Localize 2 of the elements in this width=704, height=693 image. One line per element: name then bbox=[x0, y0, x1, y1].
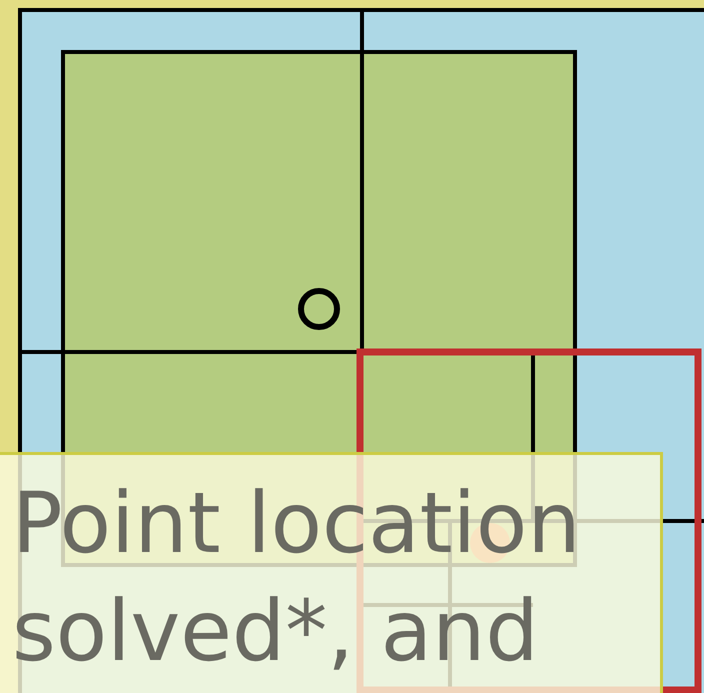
overlay-text: Point location solved*, and bbox=[11, 473, 582, 682]
text-overlay-box bbox=[0, 452, 663, 693]
